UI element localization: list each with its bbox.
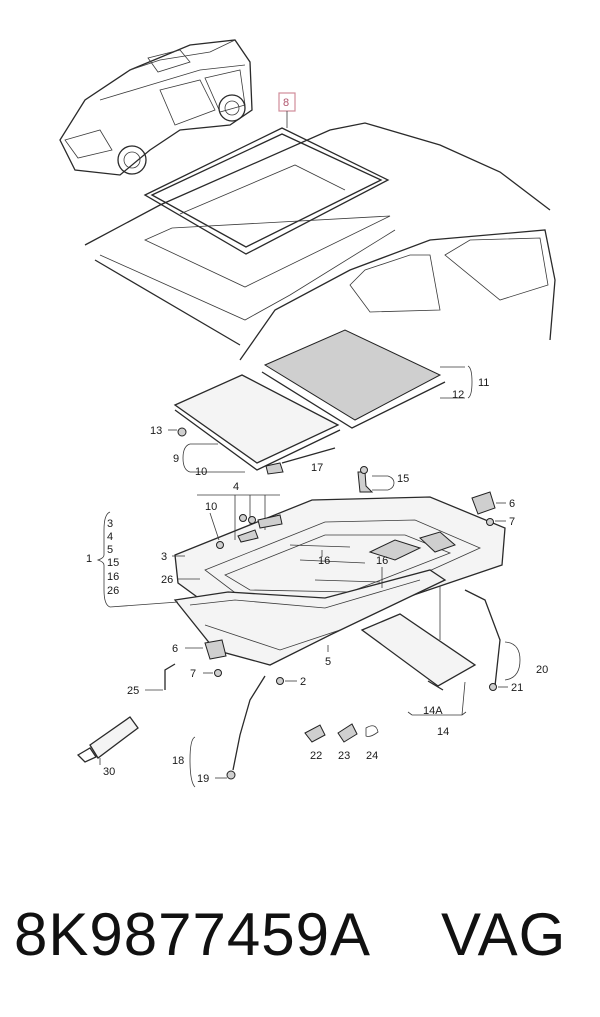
callout-25-text: 25 bbox=[127, 685, 139, 697]
callout-24-text: 24 bbox=[366, 750, 378, 762]
callout-16a-text: 16 bbox=[318, 555, 330, 567]
callout-2-text: 2 bbox=[300, 676, 306, 688]
callout-14a-text: 14A bbox=[423, 705, 443, 717]
callout-18-text: 18 bbox=[172, 755, 184, 767]
callout-17-text: 17 bbox=[311, 462, 323, 474]
part-caption: 8K9877459A VAG bbox=[14, 895, 594, 985]
callout-7-text: 7 bbox=[509, 516, 515, 528]
callout-14-text: 14 bbox=[437, 726, 449, 738]
callout-9-text: 9 bbox=[173, 453, 179, 465]
callout-1-text: 1 bbox=[86, 553, 92, 565]
callout-8-text: 8 bbox=[283, 97, 289, 109]
callout-21-text: 21 bbox=[511, 682, 523, 694]
sunroof-seal-frame bbox=[143, 127, 390, 255]
callout-4-text: 4 bbox=[233, 481, 239, 493]
callout-13-text: 13 bbox=[150, 425, 162, 437]
car-overview-illustration bbox=[59, 39, 253, 176]
callout-20-text: 20 bbox=[536, 664, 548, 676]
group-item-16-text: 16 bbox=[107, 571, 119, 583]
sunroof-parts-diagram: 8 11 12 13 9 10 17 15 bbox=[59, 39, 556, 788]
rear-glass-panel bbox=[261, 329, 446, 429]
group-item-3-text: 3 bbox=[107, 518, 113, 530]
callout-7b-text: 7 bbox=[190, 668, 196, 680]
callout-3-text: 3 bbox=[161, 551, 167, 563]
callout-22-text: 22 bbox=[310, 750, 322, 762]
group-item-5-text: 5 bbox=[107, 544, 113, 556]
group-item-4-text: 4 bbox=[107, 531, 113, 543]
motor-6-top bbox=[471, 491, 506, 526]
motor-6-bottom bbox=[185, 639, 227, 677]
callout-6a-text: 6 bbox=[509, 498, 515, 510]
sunshade bbox=[360, 613, 477, 691]
lower-frame bbox=[173, 569, 447, 666]
front-glass-panel bbox=[173, 374, 341, 471]
callout-11-text: 11 bbox=[478, 377, 489, 389]
part-number: 8K9877459A bbox=[14, 901, 371, 968]
callout-6b-text: 6 bbox=[172, 643, 178, 655]
callout-8[interactable]: 8 bbox=[278, 92, 296, 128]
callout-23-text: 23 bbox=[338, 750, 350, 762]
group-item-26-text: 26 bbox=[107, 585, 119, 597]
callout-26-text: 26 bbox=[161, 574, 173, 586]
screw-13 bbox=[168, 427, 187, 437]
callout-5-text: 5 bbox=[325, 656, 331, 668]
sealant-tube-30 bbox=[76, 716, 139, 765]
clip-22 bbox=[304, 724, 326, 743]
roof-outline bbox=[84, 122, 556, 361]
callout-10b-text: 10 bbox=[205, 501, 217, 513]
brand-name: VAG bbox=[441, 901, 567, 968]
callout-15-text: 15 bbox=[397, 473, 409, 485]
group-item-15-text: 15 bbox=[107, 557, 119, 569]
callout-19-text: 19 bbox=[197, 773, 209, 785]
callout-10a-text: 10 bbox=[195, 466, 207, 478]
callout-16b-text: 16 bbox=[376, 555, 388, 567]
callout-30-text: 30 bbox=[103, 766, 115, 778]
callout-12-text: 12 bbox=[452, 389, 464, 401]
clip-23 bbox=[337, 723, 358, 743]
clip-24 bbox=[365, 725, 379, 737]
